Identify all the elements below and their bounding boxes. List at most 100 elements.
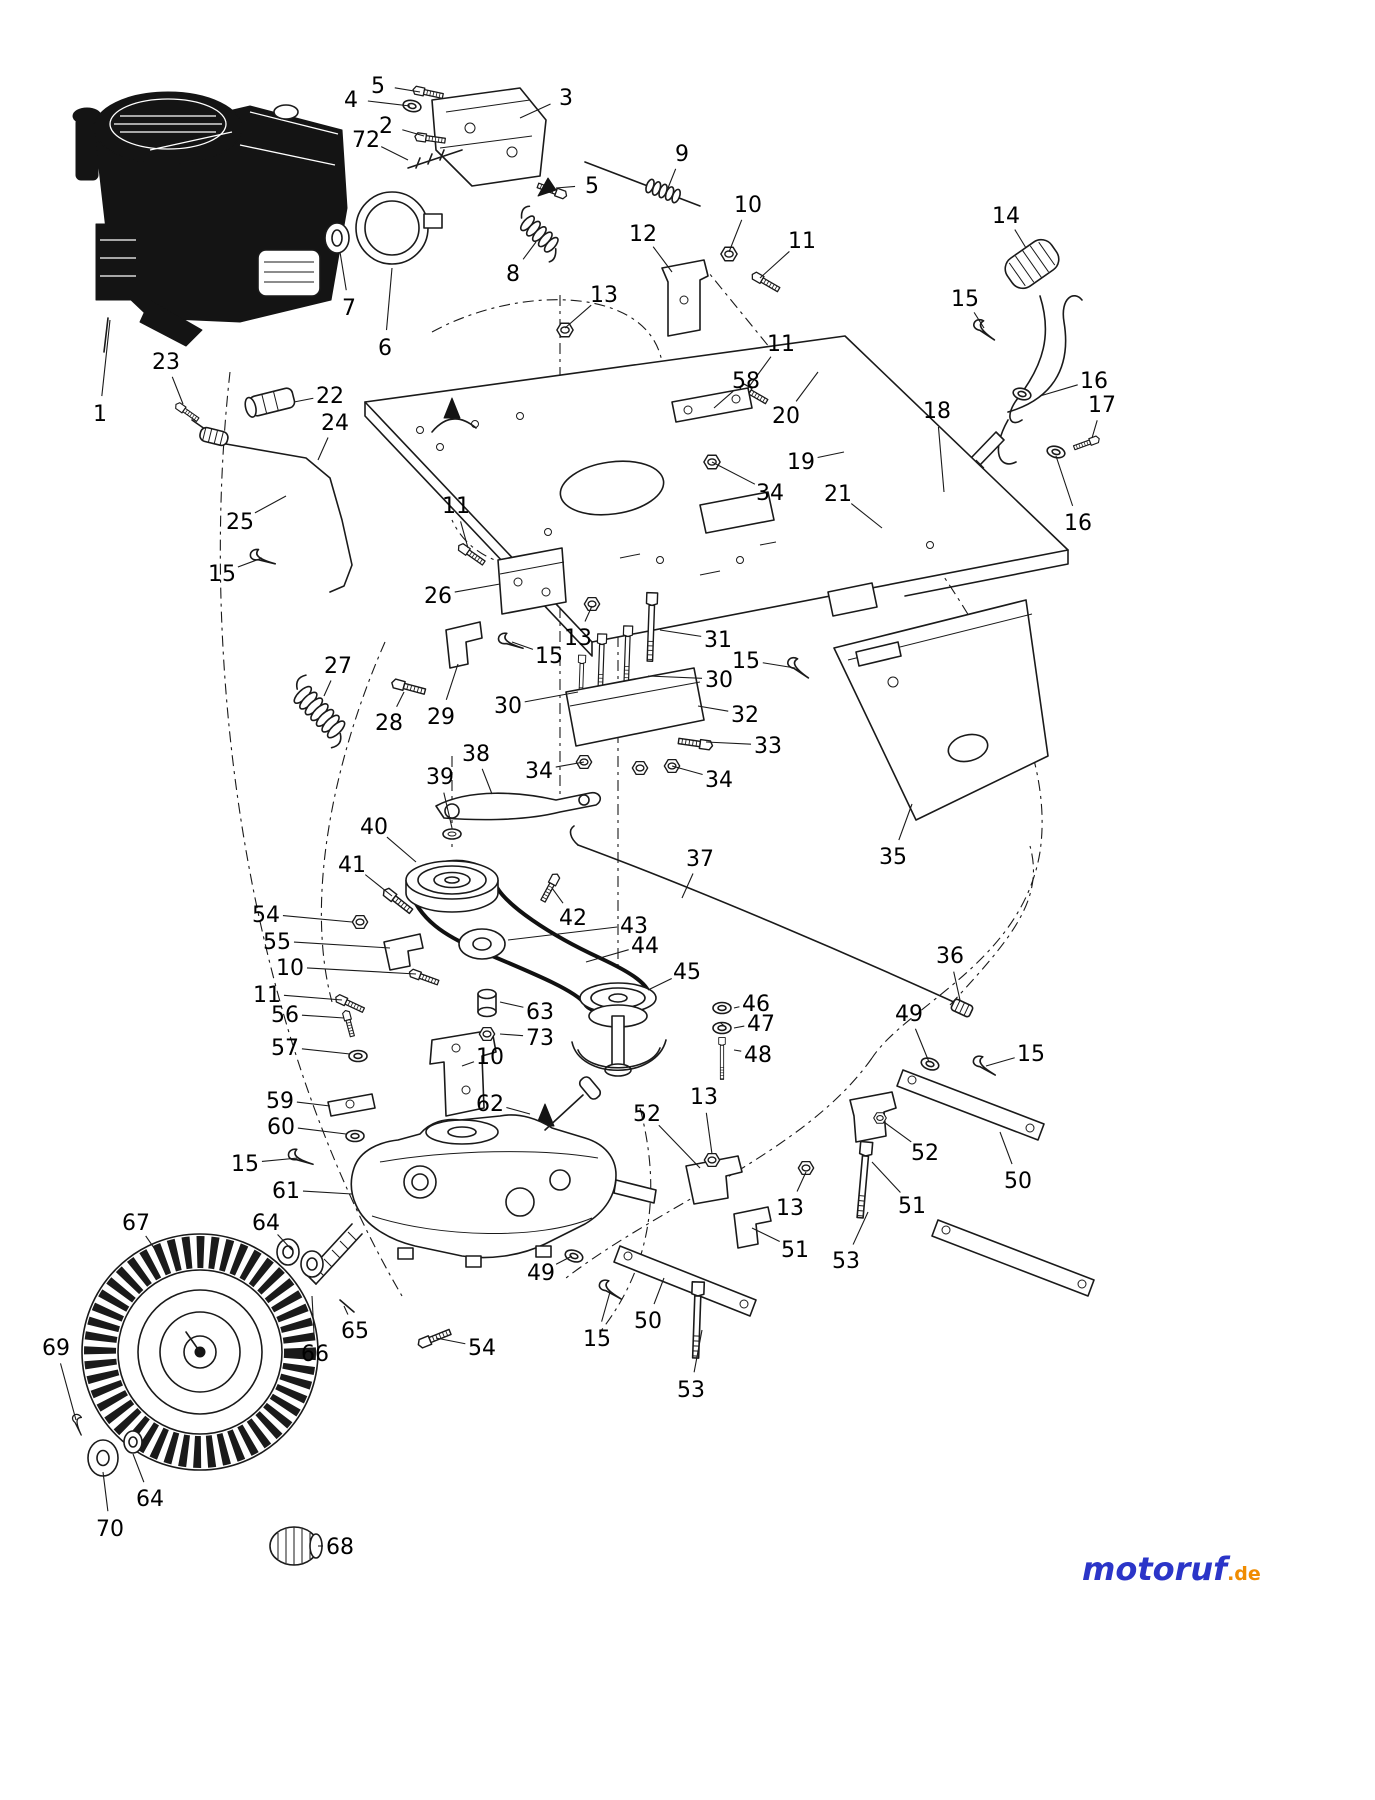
part-callout-15: 15: [1017, 1042, 1045, 1067]
part-callout-73: 73: [526, 1026, 554, 1051]
leader-line: [522, 241, 537, 260]
leader-line: [101, 319, 111, 397]
watermark: motoruf.de: [1082, 1550, 1261, 1588]
leader-line: [282, 915, 353, 923]
leader-line: [584, 605, 593, 622]
part-callout-64: 64: [252, 1211, 280, 1236]
pedal-and-rods: [970, 238, 1101, 465]
leader-line: [937, 426, 945, 493]
leader-line: [713, 390, 734, 409]
part-callout-47: 47: [747, 1012, 775, 1037]
starter-motor: [324, 191, 443, 265]
part-callout-14: 14: [992, 204, 1020, 229]
part-callout-4: 4: [344, 88, 358, 113]
part-callout-16: 16: [1064, 511, 1092, 536]
part-callout-62: 62: [476, 1092, 504, 1117]
leader-line: [454, 583, 501, 593]
leader-line: [759, 250, 790, 279]
part-callout-68: 68: [326, 1535, 354, 1560]
leader-line: [323, 680, 332, 697]
leader-line: [914, 1028, 930, 1063]
leader-line: [367, 100, 411, 107]
part-callout-11: 11: [788, 229, 816, 254]
part-callout-49: 49: [895, 1002, 923, 1027]
part-callout-32: 32: [731, 703, 759, 728]
part-callout-53: 53: [677, 1378, 705, 1403]
leader-line: [850, 503, 883, 529]
idler-arm-38: [435, 791, 602, 840]
part-callout-61: 61: [272, 1179, 300, 1204]
part-callout-54: 54: [252, 903, 280, 928]
part-callout-65: 65: [341, 1319, 369, 1344]
part-callout-34: 34: [756, 481, 784, 506]
part-callout-60: 60: [267, 1115, 295, 1140]
leader-line: [445, 663, 459, 701]
leader-line: [364, 874, 393, 897]
leader-line: [481, 768, 493, 795]
leader-line: [817, 451, 845, 459]
part-callout-27: 27: [324, 654, 352, 679]
part-callout-57: 57: [271, 1036, 299, 1061]
part-callout-11: 11: [767, 332, 795, 357]
part-callout-38: 38: [462, 742, 490, 767]
leader-line: [871, 1161, 901, 1193]
leader-line: [519, 103, 551, 119]
leader-line: [585, 949, 629, 963]
leader-line: [435, 1337, 466, 1345]
transaxle: [305, 1076, 657, 1313]
part-callout-5: 5: [585, 174, 599, 199]
part-callout-29: 29: [427, 705, 455, 730]
engine: [72, 91, 348, 353]
leader-line: [394, 87, 421, 93]
part-callout-24: 24: [321, 411, 349, 436]
part-callout-31: 31: [704, 628, 732, 653]
leader-line: [402, 129, 425, 137]
leader-line: [296, 1101, 331, 1107]
part-callout-52: 52: [633, 1102, 661, 1127]
part-callout-13: 13: [776, 1196, 804, 1221]
part-callout-63: 63: [526, 1000, 554, 1025]
part-callout-50: 50: [1004, 1169, 1032, 1194]
leader-line: [733, 1049, 742, 1052]
part-callout-2: 2: [379, 114, 393, 139]
part-callout-42: 42: [559, 906, 587, 931]
leader-line: [796, 1171, 807, 1192]
leader-line: [671, 765, 703, 775]
bracket-26: [455, 541, 567, 615]
part-callout-22: 22: [316, 384, 344, 409]
leader-line: [1039, 384, 1078, 397]
leader-line: [555, 761, 585, 768]
part-callout-43: 43: [620, 914, 648, 939]
part-callout-13: 13: [564, 626, 592, 651]
leader-line: [733, 1025, 745, 1029]
part-callout-15: 15: [951, 287, 979, 312]
leader-line: [681, 873, 694, 899]
part-callout-11: 11: [442, 494, 470, 519]
part-callout-56: 56: [271, 1003, 299, 1028]
part-callout-16: 16: [1080, 369, 1108, 394]
leader-line: [254, 495, 287, 514]
leader-line: [511, 641, 534, 650]
leader-line: [647, 977, 672, 991]
watermark-domain-suffix[interactable]: .de: [1227, 1563, 1261, 1585]
part-callout-23: 23: [152, 350, 180, 375]
leader-line: [659, 629, 702, 637]
leader-line: [317, 437, 329, 461]
part-callout-41: 41: [338, 853, 366, 878]
stack-pulley-45: [571, 982, 667, 1077]
leader-line: [647, 675, 703, 679]
leader-line: [302, 1190, 353, 1195]
leader-line: [507, 926, 618, 941]
part-callout-15: 15: [535, 644, 563, 669]
leader-line: [728, 219, 743, 253]
leader-line: [524, 691, 579, 703]
leader-line: [852, 1211, 869, 1245]
part-callout-30: 30: [494, 694, 522, 719]
part-callout-34: 34: [525, 759, 553, 784]
rod-37: [569, 825, 974, 1018]
part-callout-54: 54: [468, 1336, 496, 1361]
part-callout-66: 66: [301, 1342, 329, 1367]
watermark-brand[interactable]: motoruf: [1082, 1550, 1228, 1588]
leader-line: [237, 557, 263, 568]
leader-line: [733, 1006, 740, 1009]
